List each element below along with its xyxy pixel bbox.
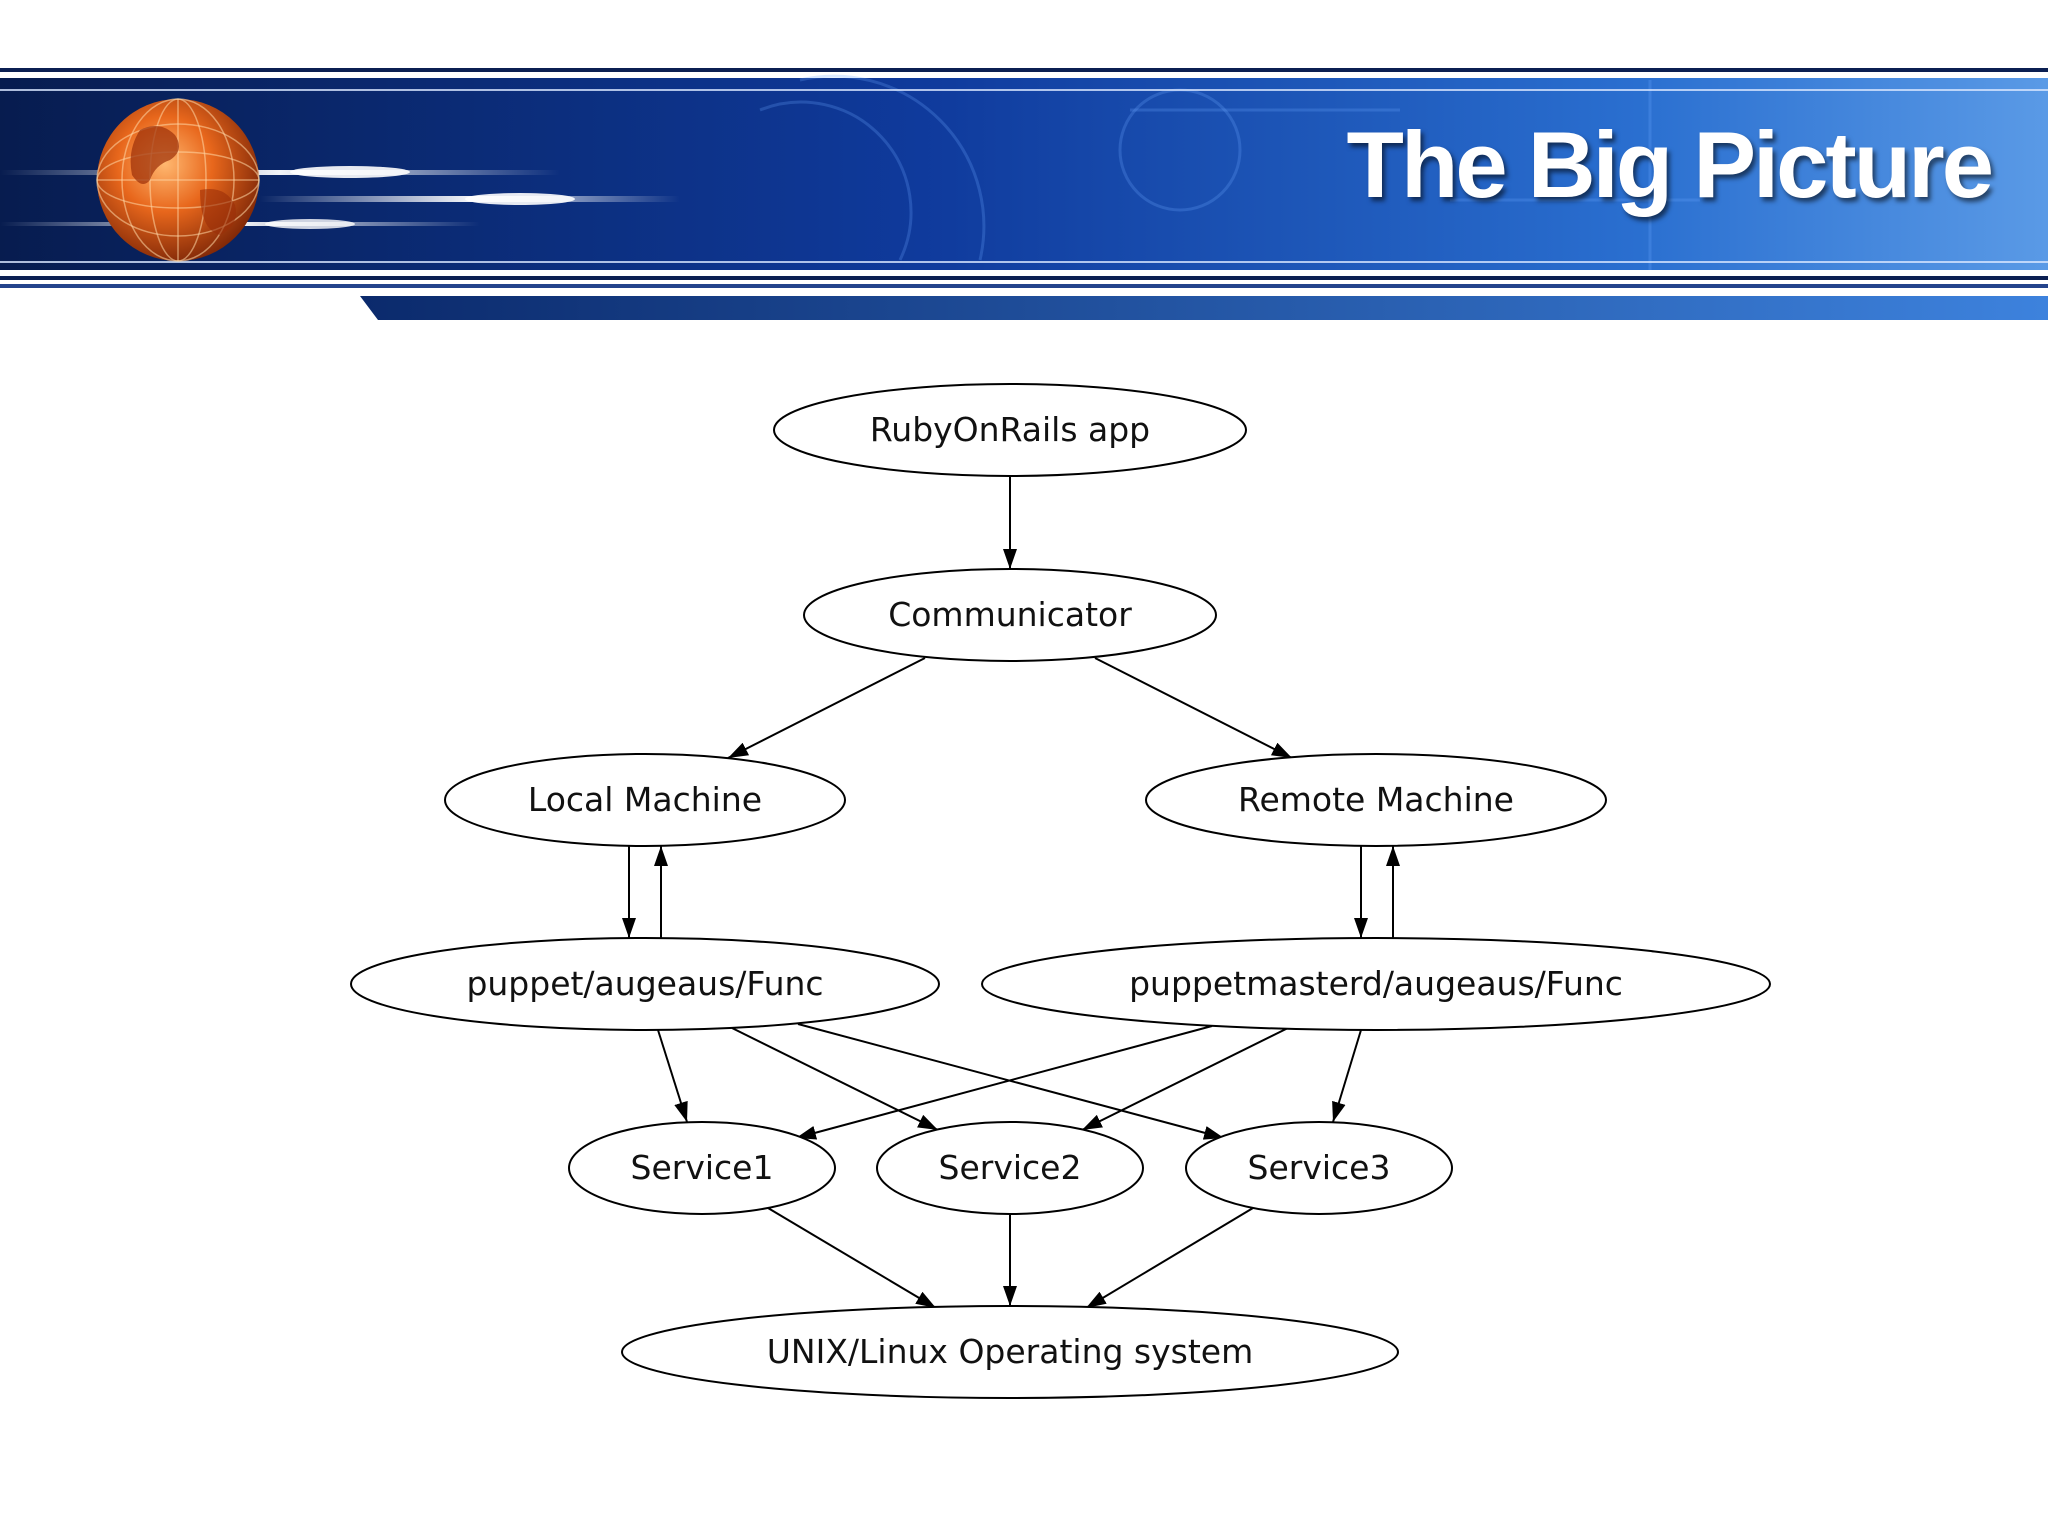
node-service2: Service2 [876,1121,1144,1215]
node-puppet: puppet/augeaus/Func [350,937,940,1031]
edge-communicator-to-local [727,657,926,759]
node-os: UNIX/Linux Operating system [621,1305,1399,1399]
header-banner [0,68,2048,320]
node-ellipse-remote [1145,753,1607,847]
node-label-remote: Remote Machine [1238,780,1514,819]
node-ellipse-local [444,753,846,847]
node-rails: RubyOnRails app [773,383,1247,477]
node-ellipse-service2 [876,1121,1144,1215]
node-label-communicator: Communicator [888,595,1132,634]
node-label-service1: Service1 [631,1148,774,1187]
node-ellipse-communicator [803,568,1217,662]
node-label-service3: Service3 [1248,1148,1391,1187]
node-ellipse-puppet [350,937,940,1031]
edge-puppetmaster-to-service3 [1332,1029,1362,1123]
node-puppetmaster: puppetmasterd/augeaus/Func [981,937,1771,1031]
node-ellipse-puppetmaster [981,937,1771,1031]
node-ellipse-rails [773,383,1247,477]
node-label-rails: RubyOnRails app [870,410,1150,449]
node-service1: Service1 [568,1121,836,1215]
node-label-service2: Service2 [939,1148,1082,1187]
edges-layer [622,476,1400,1309]
node-ellipse-service3 [1185,1121,1453,1215]
globe-icon [96,98,260,262]
edge-puppetmaster-to-service2 [1081,1027,1289,1131]
node-service3: Service3 [1185,1121,1453,1215]
node-label-os: UNIX/Linux Operating system [767,1332,1253,1371]
slide-title: The Big Picture [1346,112,1994,217]
edge-puppetmaster-to-service1 [795,1025,1213,1140]
edge-service1-to-os [767,1207,937,1309]
node-label-puppetmaster: puppetmasterd/augeaus/Func [1129,964,1623,1003]
node-communicator: Communicator [803,568,1217,662]
edge-service3-to-os [1085,1207,1254,1309]
node-ellipse-os [621,1305,1399,1399]
node-label-puppet: puppet/augeaus/Func [466,964,823,1003]
edge-communicator-to-remote [1094,657,1293,759]
node-label-local: Local Machine [528,780,762,819]
edge-puppet-to-service1 [657,1029,688,1123]
node-ellipse-service1 [568,1121,836,1215]
node-remote: Remote Machine [1145,753,1607,847]
node-local: Local Machine [444,753,846,847]
edge-puppet-to-service2 [731,1027,939,1131]
